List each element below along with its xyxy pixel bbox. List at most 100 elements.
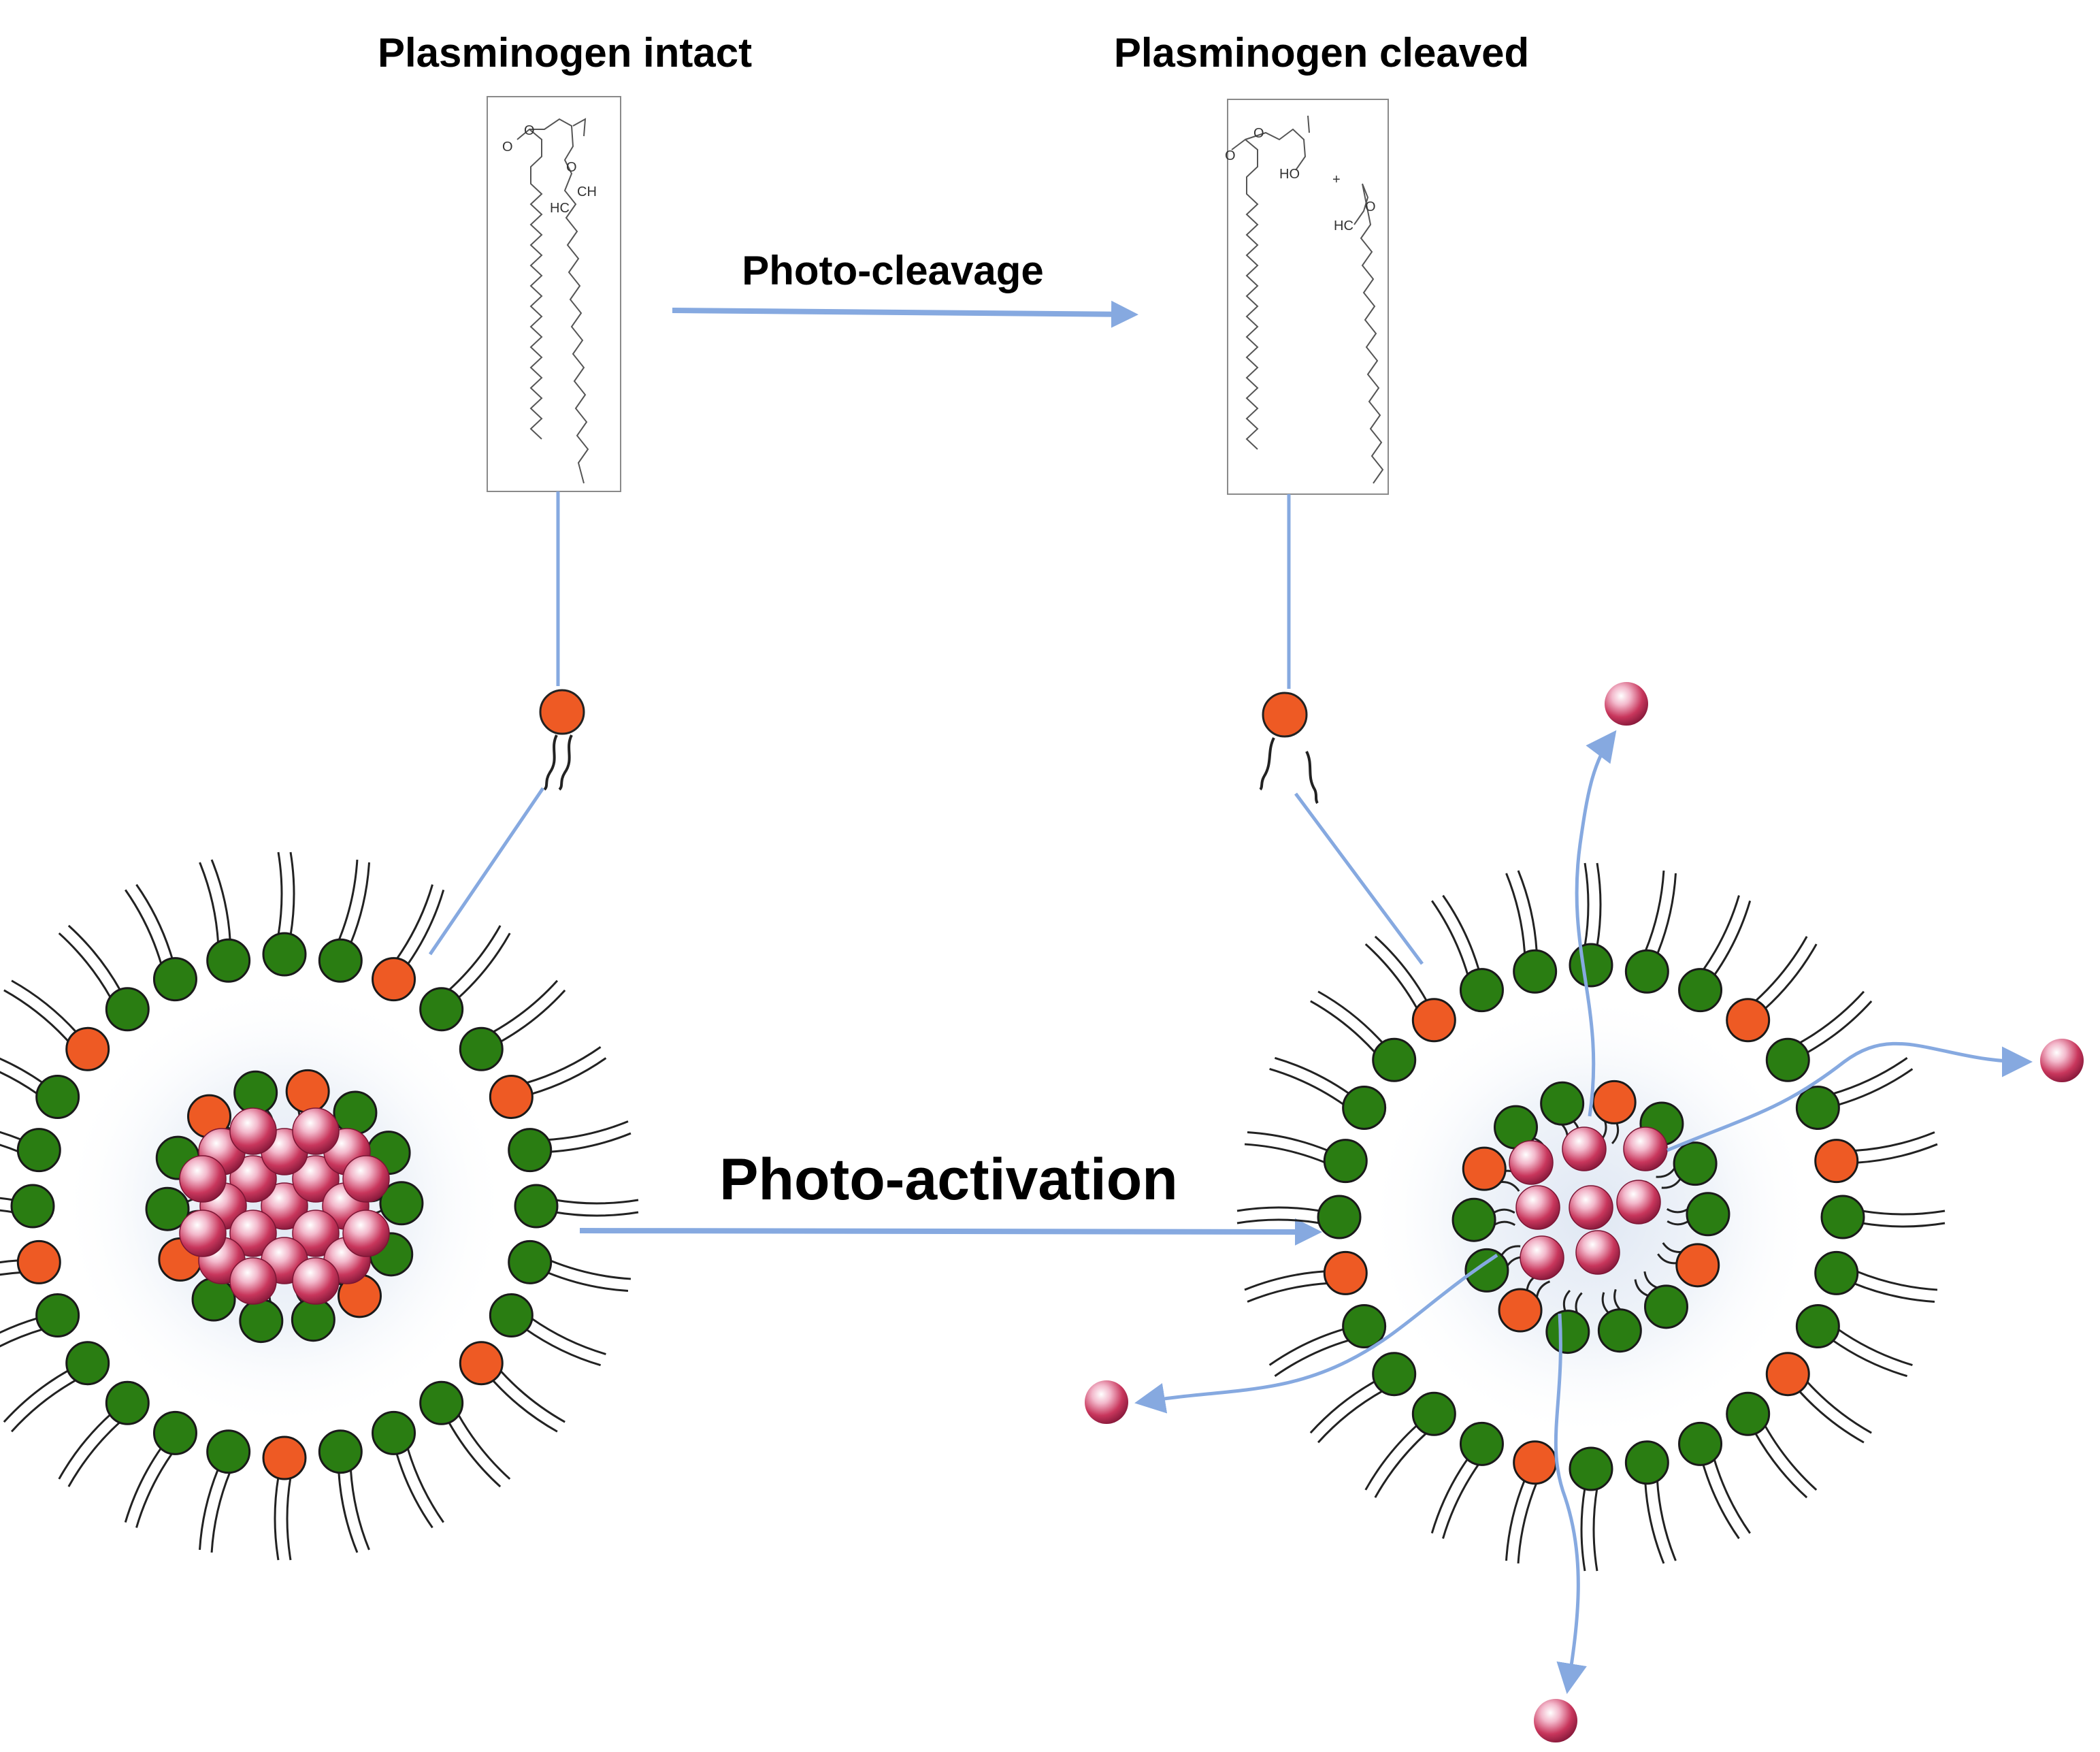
plasmalogen-lipid-head-icon bbox=[1513, 1440, 1558, 1485]
release-arrow-left bbox=[1134, 1253, 1498, 1414]
cleaved-aldehyde-o: O bbox=[1365, 199, 1376, 214]
intact-oxygen-3: O bbox=[566, 160, 577, 175]
lipid-tail bbox=[1247, 1131, 1329, 1152]
plasmalogen-lipid-head-icon bbox=[1592, 1080, 1637, 1124]
lipid-tail bbox=[1236, 1218, 1321, 1224]
lipid-tail bbox=[1702, 895, 1740, 971]
lipid-tail bbox=[1317, 1389, 1384, 1444]
lipid-tail bbox=[1713, 1458, 1751, 1534]
cleaved-hc: HC bbox=[1334, 218, 1353, 233]
lipid-tail bbox=[1798, 990, 1865, 1045]
lipid-tail bbox=[499, 1369, 565, 1423]
release-arrow-down bbox=[1554, 1313, 1587, 1694]
intact-drug-core bbox=[179, 1107, 390, 1305]
green-lipid-head-icon bbox=[419, 1380, 464, 1425]
lipid-tail bbox=[1831, 1339, 1908, 1378]
plasmalogen-lipid-head-icon bbox=[1726, 998, 1771, 1043]
lipid-tail bbox=[58, 932, 112, 999]
green-lipid-head-icon bbox=[105, 987, 150, 1032]
lipid-tail bbox=[1442, 1463, 1480, 1539]
drug-particle-icon bbox=[1562, 1126, 1607, 1171]
drug-particle-icon bbox=[1569, 1185, 1613, 1230]
drug-particle-icon bbox=[292, 1107, 340, 1155]
lipid-tail bbox=[0, 1271, 22, 1276]
lipid-tail bbox=[210, 859, 231, 941]
lipid-tail bbox=[448, 925, 502, 992]
lipid-tail bbox=[1596, 862, 1602, 947]
green-lipid-head-icon bbox=[1540, 1081, 1585, 1126]
plasmalogen-lipid-head-icon bbox=[1498, 1288, 1543, 1333]
drug-particle-icon bbox=[292, 1257, 340, 1305]
lipid-tail bbox=[491, 979, 559, 1034]
lipid-tail bbox=[0, 1197, 14, 1201]
plasmalogen-lipid-head-icon bbox=[16, 1239, 61, 1284]
green-lipid-head-icon bbox=[508, 1239, 553, 1284]
lipid-tail bbox=[1274, 1339, 1350, 1377]
cleaved-oxygen-1: O bbox=[1225, 148, 1236, 163]
plasmalogen-lipid-head-icon bbox=[1814, 1139, 1859, 1184]
lipid-tail bbox=[1853, 1131, 1935, 1152]
lipid-tail bbox=[1505, 873, 1526, 955]
lipid-tail bbox=[1431, 900, 1469, 976]
lipid-tail bbox=[1580, 1487, 1586, 1572]
lipid-tail bbox=[1430, 1457, 1469, 1534]
green-lipid-head-icon bbox=[191, 1277, 236, 1322]
lipid-tail bbox=[1268, 1328, 1345, 1366]
plasmalogen-lipid-head-icon bbox=[1262, 692, 1308, 738]
drug-release-paths bbox=[1085, 682, 2084, 1742]
drug-particle-icon bbox=[2040, 1039, 2084, 1082]
photo-cleavage-label: Photo-cleavage bbox=[742, 248, 1043, 293]
green-lipid-head-icon bbox=[514, 1184, 559, 1229]
lipid-tail bbox=[1754, 1432, 1808, 1499]
intact-zoom-connector bbox=[428, 491, 585, 956]
intact-title: Plasminogen intact bbox=[378, 30, 752, 76]
green-lipid-head-icon bbox=[206, 938, 251, 983]
green-lipid-head-icon bbox=[1464, 1248, 1509, 1293]
drug-particle-icon bbox=[229, 1257, 277, 1305]
lipid-tail bbox=[0, 1209, 14, 1214]
lipid-tail bbox=[0, 1328, 44, 1348]
cleaved-oxygen-2: O bbox=[1253, 126, 1264, 141]
green-lipid-head-icon bbox=[239, 1299, 284, 1344]
lipid-tail bbox=[457, 1413, 511, 1480]
lipid-tail bbox=[1374, 935, 1428, 1002]
lipid-tail bbox=[277, 851, 283, 936]
release-arrow-right bbox=[1667, 1041, 2033, 1152]
lipid-tail bbox=[1364, 1424, 1418, 1491]
drug-particle-icon bbox=[1616, 1180, 1661, 1224]
lipid-tail bbox=[1861, 1222, 1946, 1228]
green-lipid-head-icon bbox=[35, 1293, 80, 1338]
lipid-tail bbox=[1805, 1380, 1872, 1434]
lipid-tail bbox=[1644, 870, 1665, 952]
green-lipid-head-icon bbox=[508, 1128, 553, 1173]
green-lipid-head-icon bbox=[1372, 1037, 1417, 1082]
green-lipid-head-icon bbox=[35, 1074, 80, 1119]
green-lipid-head-icon bbox=[233, 1070, 278, 1115]
green-lipid-head-icon bbox=[1726, 1391, 1771, 1436]
lipid-tail bbox=[0, 1131, 22, 1141]
drug-particle-icon bbox=[1534, 1699, 1577, 1742]
green-lipid-head-icon bbox=[333, 1090, 378, 1135]
lipid-tail bbox=[1442, 894, 1480, 971]
lipid-tail bbox=[395, 884, 433, 960]
plasmalogen-lipid-head-icon bbox=[1462, 1146, 1507, 1191]
green-lipid-head-icon bbox=[206, 1429, 251, 1474]
lipid-tail bbox=[1236, 1206, 1321, 1212]
plasmalogen-lipid-head-icon bbox=[1323, 1250, 1368, 1295]
lipid-tail bbox=[555, 1211, 639, 1217]
lipid-tail bbox=[1247, 1282, 1329, 1303]
lipid-tail bbox=[58, 1413, 112, 1480]
drug-particle-icon bbox=[1509, 1140, 1554, 1185]
green-lipid-head-icon bbox=[1795, 1085, 1840, 1130]
lipid-tail bbox=[1853, 1282, 1935, 1303]
lipid-tail bbox=[406, 889, 445, 966]
drug-particle-icon bbox=[229, 1210, 277, 1257]
lipid-tail bbox=[395, 1453, 433, 1529]
cleaved-plus: + bbox=[1332, 172, 1341, 187]
green-lipid-head-icon bbox=[1569, 1446, 1613, 1491]
green-lipid-head-icon bbox=[1624, 1440, 1669, 1485]
lipid-tail bbox=[1269, 1068, 1345, 1106]
green-lipid-head-icon bbox=[1673, 1141, 1718, 1186]
plasmalogen-lipid-head-icon bbox=[65, 1026, 110, 1071]
lipid-tail bbox=[406, 1447, 444, 1523]
